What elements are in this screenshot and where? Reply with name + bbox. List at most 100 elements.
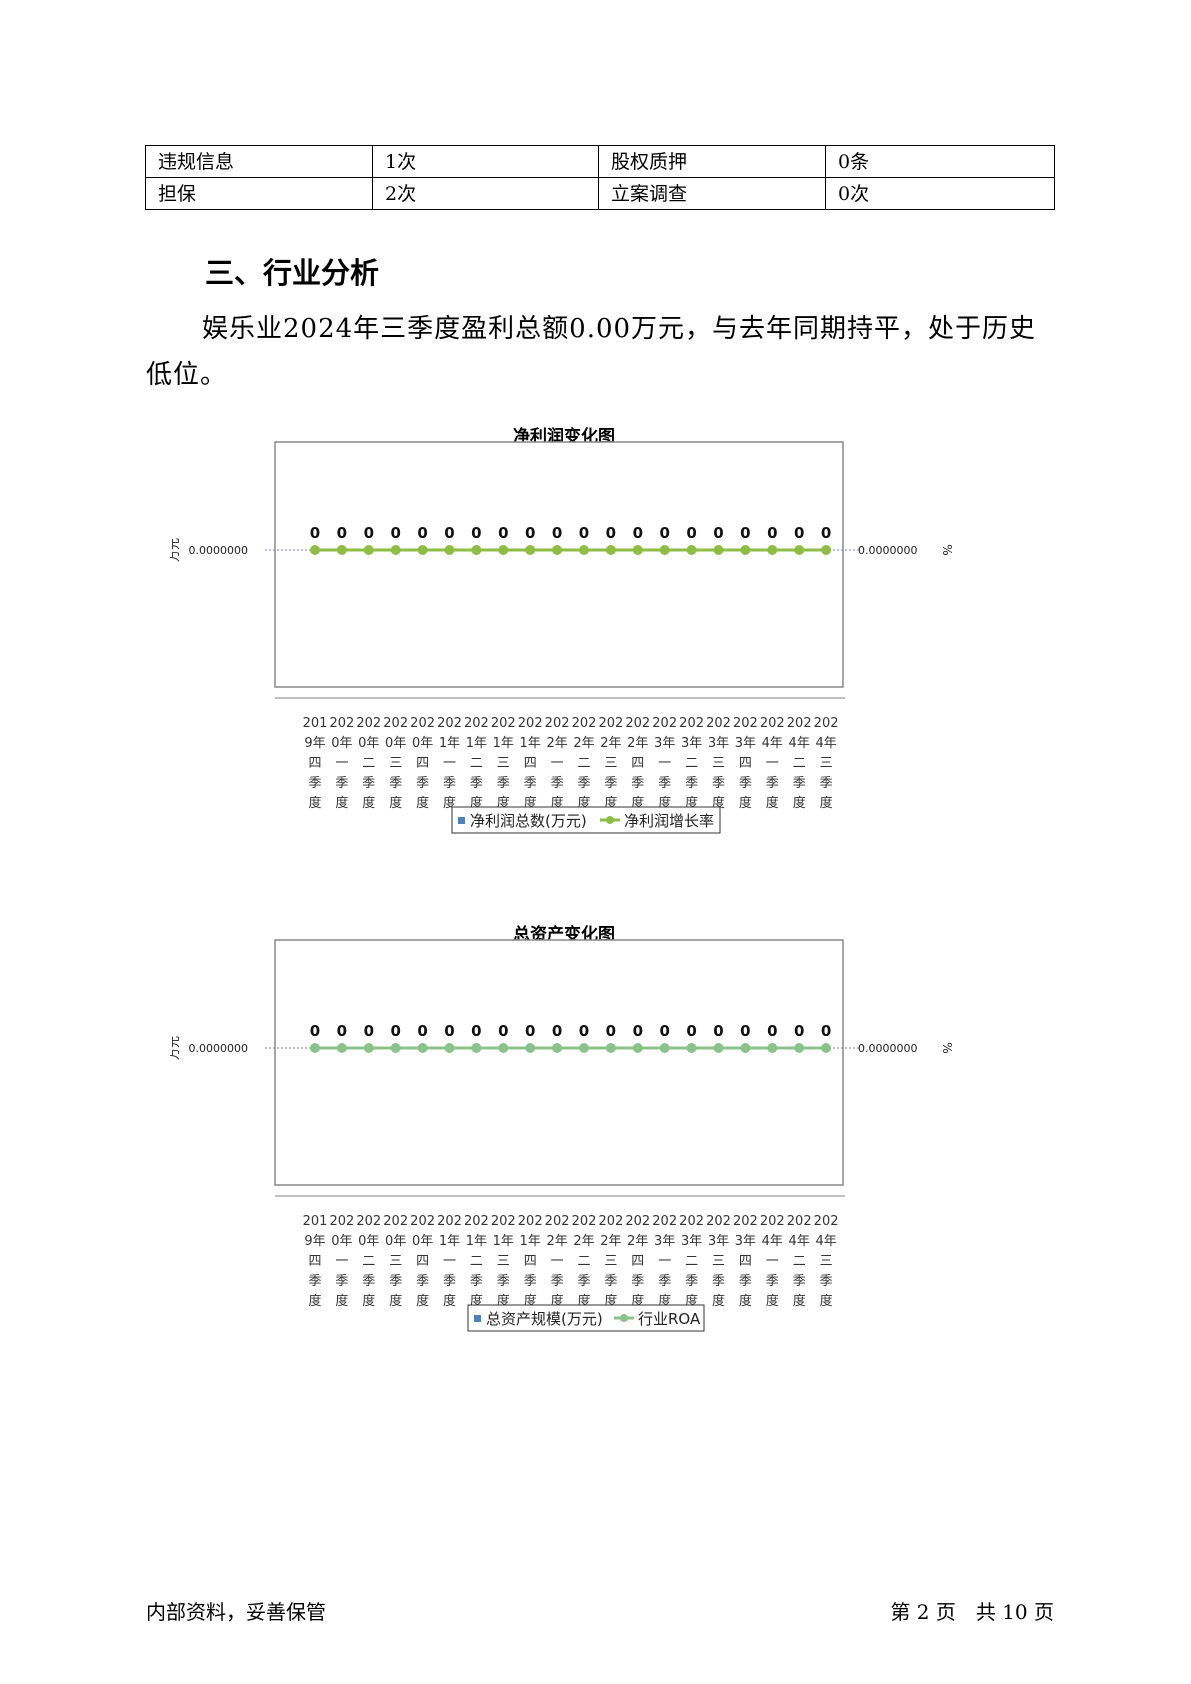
- table-cell-label: 违规信息: [145, 145, 373, 178]
- data-label: 0: [740, 1022, 750, 1040]
- data-label: 0: [471, 1022, 481, 1040]
- data-label: 0: [821, 1022, 831, 1040]
- data-label: 0: [552, 524, 562, 542]
- line-point: [417, 545, 428, 555]
- data-label: 0: [794, 1022, 804, 1040]
- table-cell-label: 股权质押: [598, 145, 826, 178]
- legend-line-label: 净利润增长率: [624, 812, 714, 830]
- legend-line-marker: [606, 816, 614, 824]
- table-cell-value: 2次: [372, 177, 599, 210]
- analysis-paragraph: 娱乐业2024年三季度盈利总额0.00万元，与去年同期持平，处于历史低位。: [146, 314, 1037, 390]
- data-label: 0: [364, 1022, 374, 1040]
- data-label: 0: [552, 1022, 562, 1040]
- data-label: 0: [525, 1022, 535, 1040]
- table-cell-value: 1次: [372, 145, 599, 178]
- data-label: 0: [337, 524, 347, 542]
- line-point: [417, 1043, 428, 1053]
- line-point: [390, 1043, 401, 1053]
- y2-tick-label: 0.0000000: [858, 1042, 918, 1055]
- y-tick-label: 0.0000000: [189, 544, 249, 557]
- section-title: 三、行业分析: [205, 256, 380, 290]
- line-point: [579, 1043, 589, 1053]
- line-point: [444, 1043, 455, 1053]
- data-label: 0: [390, 1022, 400, 1040]
- line-point: [525, 545, 536, 555]
- data-label: 0: [606, 524, 616, 542]
- data-label: 0: [498, 1022, 508, 1040]
- line-point: [552, 545, 563, 555]
- line-point: [552, 1043, 563, 1053]
- line-point: [363, 1043, 374, 1053]
- line-point: [579, 545, 589, 555]
- data-label: 0: [444, 524, 454, 542]
- data-label: 0: [471, 524, 481, 542]
- data-label: 0: [740, 524, 750, 542]
- data-label: 0: [633, 1022, 643, 1040]
- data-label: 0: [417, 524, 427, 542]
- y-axis-label: 万元: [170, 1036, 181, 1060]
- data-label: 0: [659, 1022, 669, 1040]
- data-label: 0: [633, 524, 643, 542]
- line-point: [336, 545, 347, 555]
- legend-bar-swatch: [458, 817, 465, 824]
- data-label: 0: [525, 524, 535, 542]
- table-row: 担保 2次 立案调查 0次: [145, 177, 1055, 210]
- table-cell-value: 0次: [825, 177, 1055, 210]
- plot-area: [274, 441, 844, 688]
- line-point: [686, 1043, 697, 1053]
- y2-axis-label: %: [940, 544, 954, 555]
- data-label: 0: [606, 1022, 616, 1040]
- line-point: [740, 545, 751, 555]
- line-point: [336, 1043, 347, 1053]
- line-point: [821, 1043, 832, 1053]
- line-point: [310, 1043, 320, 1053]
- line-point: [632, 545, 643, 555]
- footer-note: 内部资料，妥善保管: [146, 1600, 326, 1624]
- line-point: [363, 545, 374, 555]
- data-label: 0: [337, 1022, 347, 1040]
- legend-line-label: 行业ROA: [638, 1310, 701, 1328]
- y2-tick-label: 0.0000000: [858, 544, 918, 557]
- data-label: 0: [364, 524, 374, 542]
- data-label: 0: [767, 1022, 777, 1040]
- legend-bar-label: 总资产规模(万元): [486, 1310, 603, 1328]
- table-cell-label: 立案调查: [598, 177, 826, 210]
- table-cell-value: 0条: [825, 145, 1055, 178]
- data-label: 0: [659, 524, 669, 542]
- line-point: [471, 1043, 482, 1053]
- line-point: [390, 545, 401, 555]
- data-label: 0: [417, 1022, 427, 1040]
- legend-box: [467, 1304, 705, 1332]
- data-label: 0: [310, 1022, 320, 1040]
- data-label: 0: [390, 524, 400, 542]
